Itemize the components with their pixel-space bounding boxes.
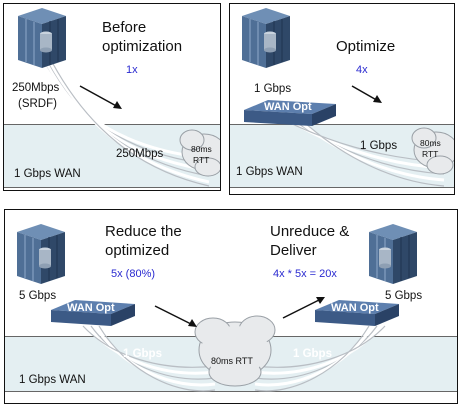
arrow-icon xyxy=(79,85,122,109)
arrow-icon xyxy=(154,305,197,327)
cloud-label-line2: RTT xyxy=(422,149,439,159)
ratio-label: 1x xyxy=(126,64,138,76)
cloud-label-line2: RTT xyxy=(193,155,210,165)
cloud-icon xyxy=(179,129,220,177)
diagram-graphics xyxy=(17,224,417,392)
wan-opt-label: WAN Opt xyxy=(264,101,312,113)
right-title-line2: Deliver xyxy=(270,242,317,259)
panel-title-line1: Before xyxy=(102,19,147,36)
fiber-bundle-right xyxy=(254,325,386,392)
link-rate-label: 250Mbps xyxy=(116,148,164,160)
fiber-bundle xyxy=(40,61,210,187)
wan-optimizer-icon xyxy=(244,100,336,126)
server-stack-icon xyxy=(18,8,66,68)
panel-reduce-and-deliver: Reduce the optimized 5x (80%) 5 Gbps WAN… xyxy=(4,209,458,404)
diagram-graphics xyxy=(242,8,454,187)
left-ratio-label: 5x (80%) xyxy=(111,268,156,280)
right-title-line1: Unreduce & xyxy=(270,223,350,240)
left-wan-opt-label: WAN Opt xyxy=(67,302,115,314)
fiber-bundle xyxy=(287,120,445,187)
arrow-icon xyxy=(282,297,325,319)
panel-optimize: Optimize 4x 1 Gbps WAN Opt 1 Gbps 80ms R… xyxy=(229,3,455,195)
left-rate-label: 5 Gbps xyxy=(19,290,57,302)
cloud-icon xyxy=(411,127,454,175)
panel-title-line2: optimization xyxy=(102,38,183,55)
diagram-graphics xyxy=(18,8,220,187)
source-rate-label: 250Mbps xyxy=(12,82,60,94)
right-link-rate-label: 1 Gbps xyxy=(293,348,332,360)
wan-label: 1 Gbps WAN xyxy=(236,166,303,178)
server-stack-icon xyxy=(242,8,290,68)
cloud-label: 80ms RTT xyxy=(211,356,253,366)
panel-title: Optimize xyxy=(336,38,396,55)
wan-optimizer-icon xyxy=(315,300,399,326)
wan-label: 1 Gbps WAN xyxy=(19,374,86,386)
left-title-line2: optimized xyxy=(105,242,170,259)
cloud-label-line1: 80ms xyxy=(420,138,441,148)
cloud-label-line1: 80ms xyxy=(191,144,212,154)
cloud-icon xyxy=(194,315,276,387)
ratio-label: 4x xyxy=(356,64,368,76)
wan-label: 1 Gbps WAN xyxy=(14,168,81,180)
source-rate-label: 1 Gbps xyxy=(254,83,292,95)
right-ratio-label: 4x * 5x = 20x xyxy=(273,268,337,280)
link-rate-label: 1 Gbps xyxy=(360,140,398,152)
right-wan-opt-label: WAN Opt xyxy=(331,302,379,314)
arrow-icon xyxy=(351,85,382,103)
server-stack-icon xyxy=(369,224,417,284)
left-link-rate-label: 1 Gbps xyxy=(123,348,162,360)
right-rate-label: 5 Gbps xyxy=(385,290,423,302)
wan-optimizer-icon xyxy=(51,300,135,326)
fiber-bundle-left xyxy=(82,325,216,392)
left-title-line1: Reduce the xyxy=(105,223,182,240)
source-rate-sublabel: (SRDF) xyxy=(18,98,57,110)
server-stack-icon xyxy=(17,224,65,284)
panel-before-optimization: Before optimization 1x 250Mbps (SRDF) 25… xyxy=(3,3,221,191)
